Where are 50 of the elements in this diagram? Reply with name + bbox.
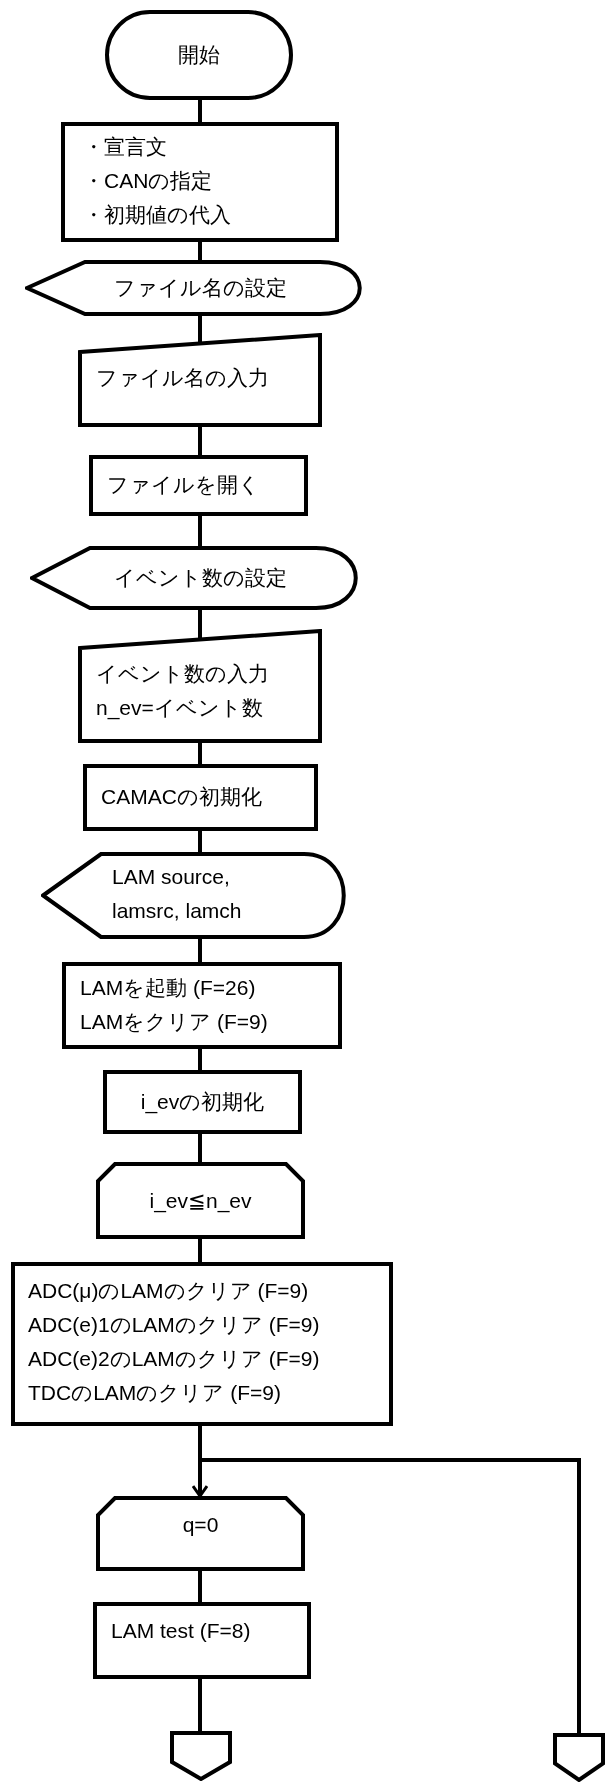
step-text: i_ev≦n_ev [149, 1189, 252, 1212]
step-text: ・CANの指定 [83, 169, 213, 192]
process-box [62, 962, 342, 1049]
step-text: i_evの初期化 [140, 1090, 265, 1113]
process-box [89, 455, 308, 516]
flow-line [198, 516, 202, 546]
manual-input-shape [78, 629, 322, 743]
flow-line [198, 831, 202, 852]
manual-input-shape [78, 333, 322, 427]
step-text: ADC(μ)のLAMのクリア (F=9) [28, 1279, 309, 1302]
process-box [61, 122, 339, 242]
flow-line [198, 743, 202, 764]
flow-line [198, 427, 202, 455]
flow-line [198, 1134, 202, 1162]
step-text: ・初期値の代入 [83, 203, 231, 226]
step-text: TDCのLAMのクリア (F=9) [28, 1381, 281, 1404]
off-page-connector [553, 1733, 605, 1782]
flow-line [198, 242, 202, 260]
step-text: イベント数の設定 [114, 566, 287, 589]
step-text: 開始 [178, 43, 220, 66]
loop-start-shape [96, 1496, 305, 1571]
step-text: ・宣言文 [83, 135, 167, 158]
step-text: LAMをクリア (F=9) [80, 1010, 268, 1033]
flow-line [198, 1571, 202, 1602]
step-text: ADC(e)2のLAMのクリア (F=9) [28, 1347, 320, 1370]
step-text: ファイル名の入力 [96, 366, 269, 389]
step-text: LAM test (F=8) [111, 1619, 251, 1642]
flow-line [198, 316, 202, 343]
off-page-connector [170, 1731, 232, 1781]
step-text: ファイル名の設定 [113, 276, 287, 299]
loop-start-shape [96, 1162, 305, 1239]
flow-line [198, 1679, 202, 1731]
process-box [83, 764, 318, 831]
process-box [11, 1262, 393, 1426]
step-text: LAM source, lamsrc, lamch [112, 865, 242, 922]
step-text: ファイルを開く [107, 473, 260, 496]
flow-line [198, 939, 202, 962]
flow-line [198, 610, 202, 639]
flow-line [198, 1239, 202, 1262]
arrow [191, 1458, 581, 1733]
step-text: ADC(e)1のLAMのクリア (F=9) [28, 1313, 320, 1336]
step-text: CAMACの初期化 [101, 785, 262, 808]
process-box [103, 1070, 302, 1134]
flow-line [198, 1049, 202, 1070]
step-text: q=0 [182, 1513, 219, 1536]
step-text: LAMを起動 (F=26) [80, 976, 256, 999]
flow-line [198, 100, 202, 122]
step-text: イベント数の入力 [96, 662, 269, 685]
step-text: n_ev=イベント数 [96, 696, 263, 719]
process-box [93, 1602, 311, 1679]
